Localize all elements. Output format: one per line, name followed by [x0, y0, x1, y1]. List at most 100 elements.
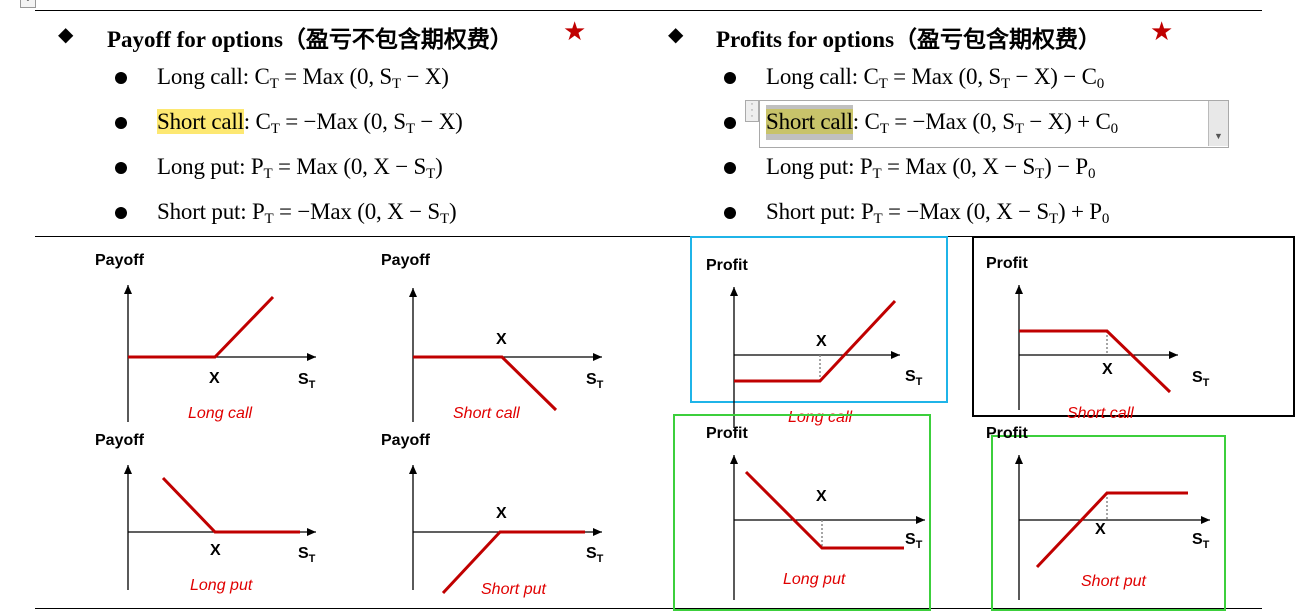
x-axis-arrowhead	[593, 353, 602, 361]
formula-subscript: 0	[1088, 166, 1096, 182]
axis-label-profit: Profit	[706, 257, 748, 274]
divider-bottom	[35, 608, 1262, 609]
axis-label-profit: Profit	[986, 425, 1028, 442]
chart-caption: Long put	[190, 577, 253, 594]
formula-long-put: Long put: PT = Max (0, X − ST) − P0	[766, 154, 1096, 182]
x-axis-arrowhead	[1201, 516, 1210, 524]
chart-frame	[972, 236, 1295, 417]
payoff-line	[128, 295, 275, 359]
payoff-line	[744, 470, 904, 550]
chart-caption: Long call	[188, 405, 252, 422]
bullet-icon	[115, 207, 127, 219]
formula-subscript: T	[1001, 76, 1010, 92]
price-subscript: T	[309, 553, 316, 565]
formula-text: − X) − C	[1009, 64, 1097, 89]
formula-text: P	[859, 154, 873, 179]
y-axis-arrowhead	[1015, 455, 1023, 464]
price-label: ST	[905, 368, 923, 388]
axis-label-payoff: Payoff	[381, 432, 431, 449]
price-label: ST	[905, 531, 923, 551]
strike-label: X	[496, 505, 507, 522]
formula-short-put: Short put: PT = −Max (0, X − ST)	[157, 199, 457, 227]
axis-label-profit: Profit	[986, 255, 1028, 272]
formula-label: Long put	[766, 154, 849, 179]
formula-text: = −Max (0, X − S	[273, 199, 440, 224]
formula-label: Long call	[157, 64, 243, 89]
formula-text: − X)	[400, 64, 449, 89]
formula-text: P	[250, 154, 264, 179]
formula-text: = Max (0, X − S	[881, 154, 1036, 179]
formula-subscript: T	[270, 121, 280, 137]
strike-label: X	[1095, 521, 1106, 538]
formula-text: − X)	[414, 109, 463, 134]
formula-subscript: T	[872, 166, 882, 182]
x-axis-arrowhead	[307, 353, 316, 361]
formula-subscript: T	[439, 211, 449, 227]
bullet-icon	[115, 72, 127, 84]
formula-text: C	[863, 64, 879, 89]
x-axis-arrowhead	[307, 528, 316, 536]
formula-text: = −Max (0, X − S	[882, 199, 1049, 224]
content-control-box[interactable]	[759, 100, 1229, 148]
formula-subscript: 0	[1101, 211, 1110, 227]
x-axis-arrowhead	[593, 528, 602, 536]
formula-text: = −Max (0, S	[279, 109, 406, 134]
formula-subscript: T	[269, 76, 279, 92]
price-symbol: S	[905, 368, 916, 385]
x-axis-arrowhead	[916, 516, 925, 524]
formula-text: )	[435, 154, 443, 179]
dropdown-arrow-icon[interactable]: ▼	[1208, 101, 1228, 146]
formula-subscript: T	[426, 166, 436, 182]
price-label: ST	[298, 545, 316, 565]
drag-handle-icon[interactable]: ···	[745, 100, 759, 122]
formula-text: P	[860, 199, 874, 224]
star-icon: ★	[563, 17, 587, 46]
formula-label: Long call	[766, 64, 852, 89]
price-symbol: S	[298, 371, 309, 388]
formula-subscript: 0	[1096, 76, 1105, 92]
formula-subscript: T	[392, 76, 401, 92]
formula-text: ) + P	[1057, 199, 1102, 224]
formula-text: − X) + C	[1023, 109, 1111, 134]
price-label: ST	[1192, 531, 1210, 551]
formula-long-call: Long call: CT = Max (0, ST − X) − C0	[766, 64, 1105, 92]
bullet-icon	[724, 117, 736, 129]
formula-text: = Max (0, S	[278, 64, 393, 89]
price-subscript: T	[1203, 539, 1210, 551]
formula-long-call: Long call: CT = Max (0, ST − X)	[157, 64, 449, 92]
profits-heading: Profits for options（盈亏包含期权费）	[716, 27, 1102, 52]
axis-label-payoff: Payoff	[381, 252, 431, 269]
price-label: ST	[1192, 369, 1210, 389]
formula-text: C	[864, 109, 880, 134]
diamond-bullet-icon: ◆	[668, 24, 684, 46]
price-subscript: T	[1203, 377, 1210, 389]
formula-subscript: T	[1035, 166, 1045, 182]
bullet-icon	[115, 162, 127, 174]
formula-subscript: T	[1014, 121, 1024, 137]
bullet-icon	[115, 117, 127, 129]
formula-text: C	[255, 109, 271, 134]
formula-short-put: Short put: PT = −Max (0, X − ST) + P0	[766, 199, 1110, 227]
star-icon: ★	[1150, 17, 1174, 46]
strike-label: X	[209, 370, 220, 387]
strike-label: X	[816, 488, 827, 505]
formula-label: Short put	[157, 199, 241, 224]
formula-subscript: T	[264, 211, 274, 227]
divider-middle	[35, 236, 1262, 237]
strike-label: X	[210, 542, 221, 559]
formula-long-put: Long put: PT = Max (0, X − ST)	[157, 154, 443, 182]
y-axis-arrowhead	[1015, 285, 1023, 294]
formula-text: = Max (0, S	[887, 64, 1002, 89]
axis-label-payoff: Payoff	[95, 432, 145, 449]
payoff-line	[1035, 491, 1188, 569]
formula-short-call[interactable]: Short call: CT = −Max (0, ST − X) + C0	[766, 109, 1118, 137]
formula-text: )	[448, 199, 457, 224]
chart-frame	[991, 435, 1226, 611]
price-subscript: T	[597, 553, 604, 565]
formula-subscript: T	[263, 166, 273, 182]
chart-caption: Short call	[1067, 405, 1134, 422]
bullet-icon	[724, 162, 736, 174]
strike-label: X	[816, 333, 827, 350]
payoff-line	[161, 476, 300, 534]
